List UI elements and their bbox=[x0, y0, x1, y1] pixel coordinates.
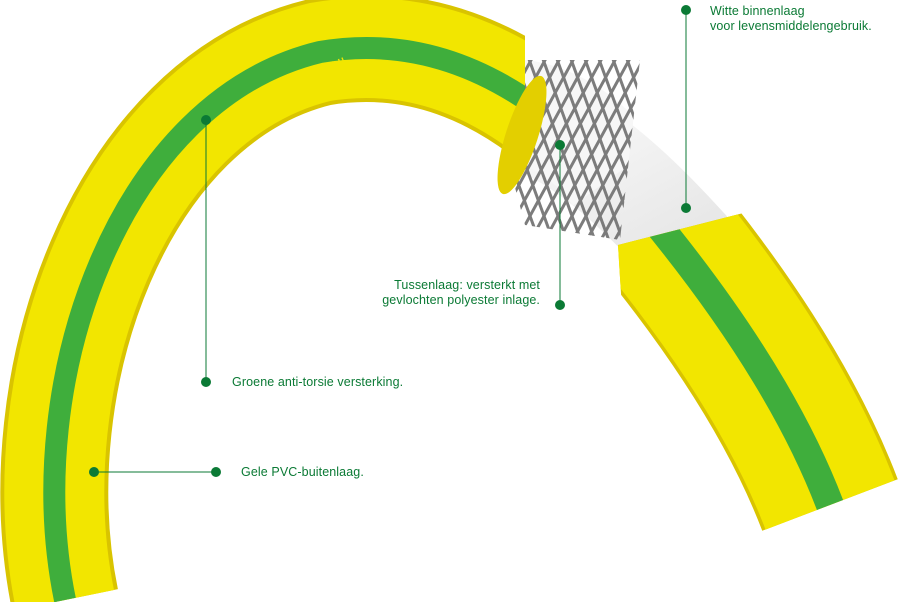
label-green-stripe-text: Groene anti-torsie versterking. bbox=[232, 375, 404, 389]
label-inner-layer: Witte binnenlaag voor levensmiddelengebr… bbox=[710, 4, 872, 34]
label-middle-layer-line2: gevlochten polyester inlage. bbox=[382, 293, 540, 307]
label-middle-layer-line1: Tussenlaag: versterkt met bbox=[394, 278, 540, 292]
dot-middle-label bbox=[555, 300, 565, 310]
dot-outer-label bbox=[211, 467, 221, 477]
label-inner-layer-line2: voor levensmiddelengebruik. bbox=[710, 19, 872, 33]
hose-cut-edge bbox=[497, 75, 547, 195]
mesh-strand bbox=[534, 60, 618, 240]
dot-middle-target bbox=[555, 140, 565, 150]
label-green-stripe: Groene anti-torsie versterking. bbox=[232, 375, 403, 390]
mesh-strand bbox=[548, 60, 632, 240]
leader-lines bbox=[94, 10, 687, 473]
dot-stripe-label bbox=[201, 377, 211, 387]
mesh-strand bbox=[758, 40, 878, 260]
mesh-strand bbox=[772, 40, 892, 260]
mesh-strand bbox=[744, 40, 864, 260]
mesh-strand bbox=[604, 60, 640, 240]
dot-inner-label bbox=[681, 5, 691, 15]
mesh-strand bbox=[618, 60, 640, 240]
mesh-strand bbox=[746, 40, 826, 260]
mesh-strand bbox=[786, 40, 906, 260]
mesh-strand bbox=[560, 60, 640, 240]
dot-outer-target bbox=[89, 467, 99, 477]
hose-front-segment bbox=[618, 170, 898, 532]
mesh-strand bbox=[576, 60, 640, 240]
dot-inner-target bbox=[681, 203, 691, 213]
dot-stripe-target bbox=[201, 115, 211, 125]
mesh-strand bbox=[520, 60, 604, 240]
label-outer-layer: Gele PVC-buitenlaag. bbox=[241, 465, 364, 480]
label-inner-layer-line1: Witte binnenlaag bbox=[710, 4, 805, 18]
hose-arch bbox=[0, 0, 525, 602]
mesh-strand bbox=[546, 60, 640, 240]
label-middle-layer: Tussenlaag: versterkt met gevlochten pol… bbox=[382, 278, 540, 308]
leader-dots bbox=[89, 5, 691, 477]
mesh-strand bbox=[588, 60, 640, 240]
label-outer-layer-text: Gele PVC-buitenlaag. bbox=[241, 465, 364, 479]
